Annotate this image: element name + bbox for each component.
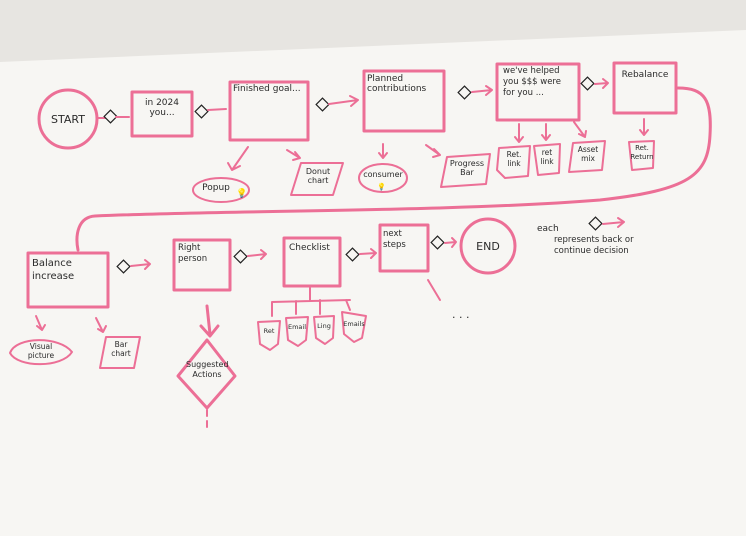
node-checklist-item-3-label: Ling bbox=[317, 322, 331, 330]
node-donut-chart: Donut chart bbox=[290, 162, 344, 196]
legend-decision-diamond bbox=[588, 216, 603, 231]
node-balance-increase: Balance increase bbox=[26, 251, 110, 309]
node-asset-mix-label: Asset mix bbox=[577, 145, 599, 163]
ellipsis-continuation: . . . bbox=[452, 308, 469, 321]
node-ret-link-2: ret link bbox=[533, 143, 561, 176]
decision-diamond bbox=[580, 76, 595, 91]
node-popup: Popup 💡 bbox=[192, 177, 250, 203]
node-consumer-label: consumer bbox=[363, 170, 403, 179]
node-donut-chart-label: Donut chart bbox=[305, 167, 331, 185]
arrow-right-person-down bbox=[199, 304, 220, 338]
node-consumer: consumer 💡 bbox=[358, 163, 408, 193]
node-next-steps-label: next steps bbox=[383, 229, 406, 250]
node-checklist-item-4: Emails bbox=[341, 311, 367, 343]
node-finished-goals-label: Finished goal... bbox=[233, 84, 301, 94]
node-suggested-actions: Suggested Actions bbox=[176, 338, 237, 410]
decision-diamond bbox=[233, 249, 248, 264]
node-checklist-label: Checklist bbox=[289, 243, 330, 253]
node-in-2024-label: in 2024 you... bbox=[145, 98, 179, 118]
node-checklist: Checklist bbox=[282, 236, 342, 288]
node-finished-goals: Finished goal... bbox=[228, 80, 310, 142]
node-checklist-item-2-label: Email bbox=[288, 323, 306, 331]
node-start-label: START bbox=[51, 113, 85, 126]
node-ret-returns: Ret. Return bbox=[628, 140, 655, 171]
node-checklist-item-1-label: Ret bbox=[264, 327, 275, 335]
node-suggested-actions-label: Suggested Actions bbox=[186, 360, 228, 379]
node-planned-contributions: Planned contributions bbox=[362, 69, 446, 133]
node-ret-returns-label: Ret. Return bbox=[630, 144, 654, 161]
node-asset-mix: Asset mix bbox=[568, 140, 606, 173]
node-planned-contributions-label: Planned contributions bbox=[367, 74, 427, 94]
node-progress-bar-label: Progress Bar bbox=[449, 159, 485, 177]
decision-diamond bbox=[457, 85, 472, 100]
node-weve-helped-label: we've helped you $$$ were for you ... bbox=[503, 66, 561, 98]
node-weve-helped: we've helped you $$$ were for you ... bbox=[495, 62, 581, 122]
decision-diamond bbox=[116, 259, 131, 274]
node-bar-chart-label: Bar chart bbox=[111, 340, 131, 358]
node-next-steps: next steps bbox=[378, 223, 430, 273]
node-in-2024: in 2024 you... bbox=[130, 90, 194, 138]
node-checklist-item-2: Email bbox=[285, 316, 309, 347]
node-balance-increase-label: Balance increase bbox=[32, 258, 75, 282]
node-end: END bbox=[459, 217, 517, 275]
node-ret-link-1-label: Ret. link bbox=[506, 150, 522, 168]
node-visual-picture-label: Visual picture bbox=[27, 342, 55, 360]
lightbulb-icon: 💡 bbox=[236, 187, 247, 199]
node-rebalance-label: Rebalance bbox=[622, 70, 669, 80]
legend-text: represents back or continue decision bbox=[554, 235, 634, 256]
node-bar-chart: Bar chart bbox=[99, 336, 141, 369]
node-rebalance: Rebalance bbox=[612, 61, 678, 115]
node-progress-bar: Progress Bar bbox=[440, 153, 491, 188]
node-start: START bbox=[37, 88, 99, 150]
connector-row1-row2 bbox=[75, 86, 712, 252]
node-end-label: END bbox=[476, 240, 500, 253]
legend-each: each bbox=[537, 224, 559, 234]
decision-diamond bbox=[315, 97, 330, 112]
node-checklist-item-3: Ling bbox=[313, 315, 335, 345]
node-popup-label: Popup bbox=[202, 183, 230, 193]
node-checklist-item-4-label: Emails bbox=[343, 320, 365, 328]
lightbulb-icon: 💡 bbox=[377, 182, 386, 191]
node-checklist-item-1: Ret bbox=[257, 320, 281, 351]
node-right-person: Right person bbox=[172, 238, 232, 292]
node-ret-link-1: Ret. link bbox=[496, 145, 531, 179]
decision-diamond bbox=[430, 235, 445, 250]
legend: each represents back or continue decisio… bbox=[537, 216, 634, 256]
decision-diamond bbox=[345, 247, 360, 262]
node-right-person-label: Right person bbox=[178, 243, 208, 264]
decision-diamond bbox=[103, 109, 118, 124]
decision-diamond bbox=[194, 104, 209, 119]
node-ret-link-2-label: ret link bbox=[540, 148, 554, 166]
node-visual-picture: Visual picture bbox=[9, 339, 73, 366]
